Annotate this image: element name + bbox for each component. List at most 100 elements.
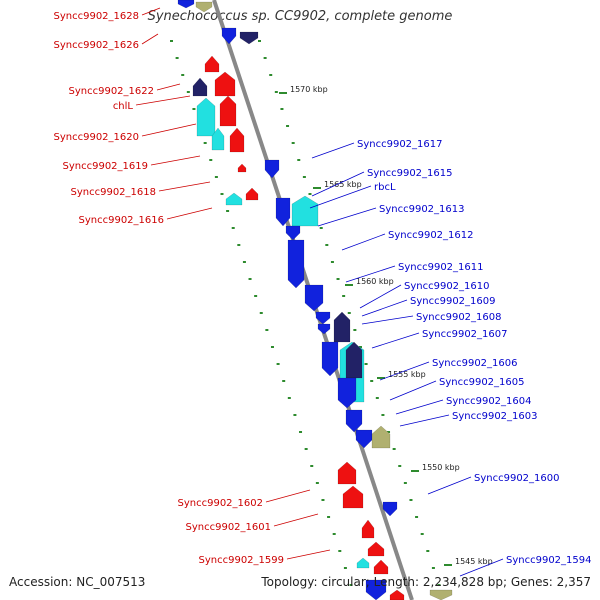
gene-arrow[interactable]	[225, 192, 243, 206]
gene-label-right[interactable]: Syncc9902_1610	[404, 281, 490, 292]
left-track-dot	[226, 210, 230, 212]
gene-label-right[interactable]: Syncc9902_1612	[388, 230, 474, 241]
gene-arrow[interactable]	[342, 485, 364, 509]
label-leader-line	[395, 399, 444, 415]
gene-label-left[interactable]: Syncc9902_1628	[54, 11, 140, 22]
gene-arrow[interactable]	[219, 95, 237, 127]
gene-label-left[interactable]: Syncc9902_1626	[54, 40, 140, 51]
right-track-dot	[291, 142, 295, 144]
gene-arrow[interactable]	[356, 557, 370, 569]
gene-label-right[interactable]: Syncc9902_1604	[446, 396, 532, 407]
gene-label-right[interactable]: Syncc9902_1608	[416, 312, 502, 323]
left-track-dot	[321, 499, 325, 501]
gene-arrow[interactable]	[192, 77, 208, 97]
gene-arrow[interactable]	[345, 409, 363, 433]
gene-arrow[interactable]	[211, 127, 225, 151]
gene-arrow[interactable]	[196, 97, 216, 137]
left-track-dot	[231, 227, 235, 229]
gene-arrow[interactable]	[221, 27, 237, 45]
left-track-dot	[203, 142, 207, 144]
gene-label-right[interactable]: Syncc9902_1607	[422, 329, 508, 340]
gene-arrow[interactable]	[333, 311, 351, 343]
gene-label-left[interactable]: Syncc9902_1601	[186, 522, 272, 533]
gene-label-left[interactable]: Syncc9902_1622	[69, 86, 155, 97]
right-track-dot	[258, 40, 261, 42]
gene-label-right[interactable]: Syncc9902_1594	[506, 555, 592, 566]
gene-arrow[interactable]	[367, 541, 385, 557]
right-track-dot	[269, 74, 273, 76]
gene-label-right[interactable]: Syncc9902_1603	[452, 411, 538, 422]
gene-label-right[interactable]: Syncc9902_1613	[379, 204, 465, 215]
gene-label-right[interactable]: Syncc9902_1615	[367, 168, 453, 179]
left-track-dot	[315, 482, 319, 484]
gene-label-right[interactable]: rbcL	[374, 182, 396, 193]
gene-label-right[interactable]: Syncc9902_1606	[432, 358, 518, 369]
label-leader-line	[399, 414, 450, 427]
gene-label-right[interactable]: Syncc9902_1605	[439, 377, 525, 388]
gene-arrow[interactable]	[371, 425, 391, 449]
gene-arrow[interactable]	[365, 579, 387, 600]
gene-arrow[interactable]	[214, 71, 236, 97]
gene-arrow[interactable]	[361, 519, 375, 539]
label-leader-line	[311, 142, 355, 159]
right-track-dot	[409, 499, 413, 501]
label-leader-line	[156, 83, 181, 91]
gene-arrow[interactable]	[195, 1, 213, 13]
left-track-dot	[287, 397, 291, 399]
gene-label-left[interactable]: chlL	[113, 101, 134, 112]
right-track-dot	[330, 261, 334, 263]
gene-label-left[interactable]: Syncc9902_1599	[199, 555, 285, 566]
gene-label-left[interactable]: Syncc9902_1620	[54, 132, 140, 143]
gene-arrow[interactable]	[321, 341, 339, 377]
label-leader-line	[141, 33, 159, 45]
gene-label-right[interactable]: Syncc9902_1617	[357, 139, 443, 150]
left-track-dot	[327, 516, 331, 518]
gene-arrow[interactable]	[275, 197, 291, 227]
label-leader-line	[317, 207, 377, 227]
gene-arrow[interactable]	[373, 559, 389, 575]
gene-arrow[interactable]	[317, 323, 331, 335]
gene-label-right[interactable]: Syncc9902_1600	[474, 473, 560, 484]
gene-arrow[interactable]	[345, 341, 363, 379]
gene-arrow[interactable]	[237, 163, 247, 173]
label-leader-line	[359, 284, 402, 309]
gene-arrow[interactable]	[337, 461, 357, 485]
gene-arrow[interactable]	[229, 127, 245, 153]
label-leader-line	[311, 171, 365, 197]
gene-arrow[interactable]	[245, 187, 259, 201]
label-leader-line	[158, 181, 211, 192]
gene-arrow[interactable]	[177, 0, 195, 9]
label-leader-line	[361, 315, 414, 325]
scale-label: 1565 kbp	[324, 180, 362, 189]
gene-arrow[interactable]	[355, 429, 373, 449]
gene-arrow[interactable]	[239, 31, 259, 45]
gene-arrow[interactable]	[315, 311, 331, 325]
gene-label-left[interactable]: Syncc9902_1616	[79, 215, 165, 226]
right-track-dot	[415, 516, 419, 518]
gene-arrow[interactable]	[264, 159, 280, 179]
scale-label: 1560 kbp	[356, 277, 394, 286]
gene-arrow[interactable]	[429, 589, 453, 600]
gene-arrow[interactable]	[287, 239, 305, 289]
gene-arrow[interactable]	[291, 195, 319, 227]
gene-label-left[interactable]: Syncc9902_1619	[63, 161, 149, 172]
gene-arrow[interactable]	[382, 501, 398, 517]
gene-arrow[interactable]	[285, 225, 301, 241]
gene-arrow[interactable]	[204, 55, 220, 73]
left-track-dot	[343, 567, 347, 569]
right-track-dot	[420, 533, 424, 535]
genome-stats: Topology: circular; Length: 2,234,828 bp…	[261, 575, 591, 589]
label-leader-line	[273, 513, 319, 527]
gene-label-right[interactable]: Syncc9902_1611	[398, 262, 484, 273]
left-track-dot	[310, 465, 314, 467]
gene-label-right[interactable]: Syncc9902_1609	[410, 296, 496, 307]
gene-arrow[interactable]	[389, 589, 405, 600]
gene-arrow[interactable]	[304, 284, 324, 312]
left-track-dot	[349, 584, 353, 586]
gene-label-left[interactable]: Syncc9902_1618	[71, 187, 157, 198]
left-track-dot	[293, 414, 297, 416]
gene-arrow[interactable]	[337, 377, 357, 409]
right-track-dot	[308, 193, 312, 195]
gene-label-left[interactable]: Syncc9902_1602	[178, 498, 264, 509]
left-track-dot	[270, 346, 274, 348]
